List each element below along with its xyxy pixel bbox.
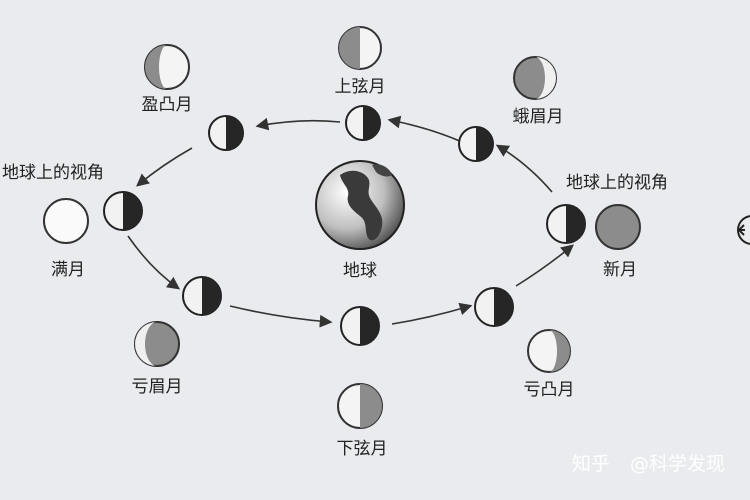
label-waxing-gibbous: 盈凸月 <box>142 95 193 115</box>
earth-label: 地球 <box>343 261 377 281</box>
orbit-moon-waxing-crescent <box>458 126 494 162</box>
label-first-quarter: 上弦月 <box>335 77 386 97</box>
label-earth-view-left: 地球上的视角 <box>2 163 104 183</box>
watermark: 知乎 @科学发现 <box>572 453 725 475</box>
phase-waning-gibbous-view <box>527 329 571 373</box>
watermark-author: @科学发现 <box>630 453 725 475</box>
arrow-crescent-to-first <box>387 115 463 143</box>
phase-waxing-gibbous-view <box>144 44 190 90</box>
phase-waxing-crescent-view <box>513 56 557 100</box>
phase-first-quarter-view <box>338 26 382 70</box>
continent-shape <box>340 170 383 241</box>
label-earth-view-right: 地球上的视角 <box>566 173 668 193</box>
orbit-moon-new <box>546 204 586 244</box>
orbit-moons <box>103 105 586 346</box>
label-waxing-crescent: 蛾眉月 <box>513 107 564 127</box>
phase-views: 盈凸月 上弦月 蛾眉月 满月 新月 亏眉月 下弦月 <box>43 26 641 459</box>
arrow-new-to-crescent <box>495 144 553 193</box>
phase-full-view <box>43 198 89 244</box>
watermark-brand: 知乎 <box>572 453 610 475</box>
phase-new-view <box>595 204 641 250</box>
continent-small <box>372 164 392 177</box>
label-full-moon: 满月 <box>51 260 85 280</box>
label-new-moon: 新月 <box>603 260 637 280</box>
arrow-waning-crescent-to-last <box>229 305 333 328</box>
right-edge-arrow-icon <box>737 215 750 245</box>
arrow-gibbous-to-full <box>136 147 193 187</box>
arrow-first-to-gibbous <box>255 117 341 131</box>
phase-last-quarter-view <box>337 383 383 429</box>
arrow-full-to-waning-crescent <box>127 235 181 290</box>
label-waning-crescent: 亏眉月 <box>132 377 183 397</box>
orbit-moon-waxing-gibbous <box>208 115 244 151</box>
orbit-moon-last-quarter <box>340 306 380 346</box>
label-waning-gibbous: 亏凸月 <box>524 380 575 400</box>
orbit-arrows <box>127 115 574 328</box>
orbit-moon-full <box>103 191 143 231</box>
arrow-last-to-waning-gibbous <box>391 302 473 325</box>
orbit-moon-waning-gibbous <box>474 287 514 327</box>
orbit-moon-waning-crescent <box>182 276 222 316</box>
arrow-waning-gibbous-to-new <box>515 244 574 287</box>
orbit-moon-first-quarter <box>345 105 381 141</box>
phase-waning-crescent-view <box>134 321 180 367</box>
earth <box>315 160 405 250</box>
label-last-quarter: 下弦月 <box>337 439 388 459</box>
